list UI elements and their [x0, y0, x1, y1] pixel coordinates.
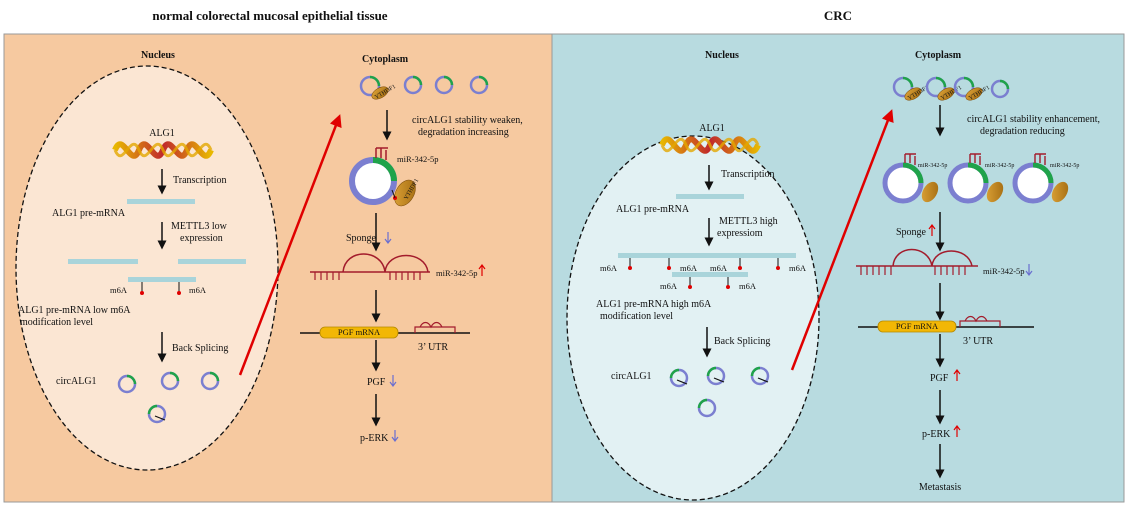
left-modification-line1: ALG1 pre-mRNA low m6A [18, 305, 131, 316]
right-back-splicing: Back Splicing [714, 336, 770, 347]
svg-text:miR-342-5p: miR-342-5p [918, 163, 947, 169]
left-transcription: Transcription [173, 175, 227, 186]
right-mir-label: miR-342-5p [983, 266, 1025, 276]
left-pgf-mrna: PGF mRNA [338, 327, 381, 337]
right-modification-line1: ALG1 pre-mRNA high m6A [596, 299, 712, 310]
left-mir-label: miR-342-5p [436, 268, 478, 278]
left-mir-342-5p [310, 253, 430, 280]
right-m6a-3: m6A [710, 263, 728, 273]
right-m6a-6: m6A [739, 281, 757, 291]
left-circ-mir-complex: YTHDF1 [349, 147, 420, 207]
svg-text:miR-342-5p: miR-342-5p [1050, 163, 1079, 169]
right-pgf-mrna-box [877, 320, 957, 333]
right-pgf-mrna: PGF mRNA [896, 321, 939, 331]
left-perk: p-ERK [360, 433, 389, 444]
left-stability-line2: degradation increasing [418, 127, 509, 138]
left-gene-label: ALG1 [149, 128, 175, 139]
right-circ-mir-complex-2 [947, 153, 1004, 204]
right-perk: p-ERK [922, 429, 951, 440]
right-m6a-2: m6A [680, 263, 698, 273]
right-circ-mir-complex-3 [1012, 153, 1069, 204]
left-m6a-1: m6A [110, 285, 128, 295]
right-metastasis: Metastasis [919, 482, 961, 493]
right-dna-helix [662, 139, 758, 151]
left-nucleus [15, 65, 279, 471]
right-circ-mir-complex-1 [882, 153, 939, 204]
left-mettl3-line1: METTL3 low [171, 221, 228, 232]
right-gene-label: ALG1 [699, 123, 725, 134]
left-export-arrow [238, 114, 342, 376]
right-m6a-5: m6A [660, 281, 678, 291]
right-circ-label: circALG1 [611, 371, 652, 382]
left-circ-label: circALG1 [56, 376, 97, 387]
right-premrna-bar [676, 194, 744, 199]
right-modification-line2: modification level [600, 311, 673, 322]
left-premrna-label: ALG1 pre-mRNA [52, 208, 126, 219]
right-pgf: PGF [930, 373, 949, 384]
left-pgf-mrna-box [319, 326, 399, 339]
left-modification-line2: modification level [20, 317, 93, 328]
right-sponge: Sponge [896, 227, 927, 238]
svg-text:miR-342-5p: miR-342-5p [985, 163, 1014, 169]
left-mir-bound-label: miR-342-5p [397, 154, 439, 164]
right-mir-342-5p [856, 248, 978, 275]
right-mettl3-line2: expressiom [717, 228, 763, 239]
right-stability-line2: degradation reducing [980, 126, 1065, 137]
left-cytoplasm-label: Cytoplasm [362, 54, 409, 65]
right-cytoplasm-label: Cytoplasm [915, 50, 962, 61]
right-nucleus [566, 135, 820, 501]
right-stability-line1: circALG1 stability enhancement, [967, 114, 1100, 125]
left-back-splicing: Back Splicing [172, 343, 228, 354]
right-export-arrow [790, 109, 894, 371]
left-sponge: Sponge [346, 233, 377, 244]
right-utr: 3’ UTR [963, 336, 993, 347]
left-pgf: PGF [367, 377, 386, 388]
right-transcription: Transcription [721, 169, 775, 180]
left-dna-helix [115, 144, 211, 156]
right-m6a-4: m6A [789, 263, 807, 273]
left-premrna-bar [127, 199, 195, 204]
right-premrna-label: ALG1 pre-mRNA [616, 204, 690, 215]
left-m6a-2: m6A [189, 285, 207, 295]
right-title: CRC [824, 8, 852, 23]
left-title: normal colorectal mucosal epithelial tis… [152, 8, 387, 23]
left-nucleus-label: Nucleus [141, 50, 175, 61]
right-m6a-1: m6A [600, 263, 618, 273]
right-mettl3-line1: METTL3 high [719, 216, 778, 227]
right-nucleus-label: Nucleus [705, 50, 739, 61]
left-stability-line1: circALG1 stability weaken, [412, 115, 523, 126]
left-utr: 3’ UTR [418, 342, 448, 353]
left-mettl3-line2: expression [180, 233, 223, 244]
